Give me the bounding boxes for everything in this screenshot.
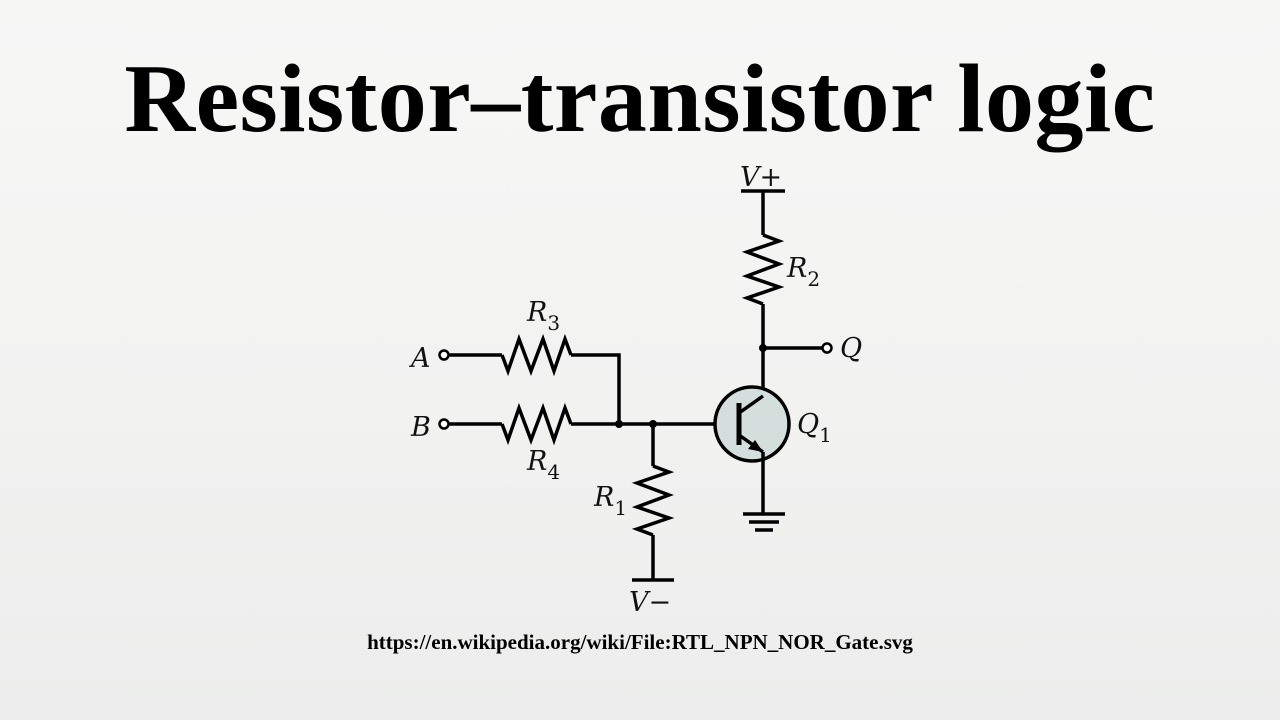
resistor-r2 <box>741 233 785 306</box>
label-q1: Q1 <box>797 409 832 447</box>
wire-r3-to-node <box>571 353 621 424</box>
label-input-b: B <box>410 412 431 443</box>
label-r4-index: 4 <box>547 460 560 484</box>
resistor-r3 <box>500 333 573 377</box>
resistor-r1 <box>631 464 675 537</box>
label-r3-index: 3 <box>547 311 560 335</box>
label-output-q: Q <box>840 333 862 364</box>
label-r2: R2 <box>786 253 820 291</box>
label-r1: R1 <box>593 482 627 520</box>
page-title: Resistor–transistor logic <box>124 45 1156 153</box>
label-r1-letter: R <box>593 482 614 513</box>
label-vplus: V+ <box>740 162 782 193</box>
label-r2-index: 2 <box>807 267 820 291</box>
junction-inputs <box>615 420 623 428</box>
output-q-terminal <box>821 342 833 354</box>
label-vminus: V− <box>629 587 671 618</box>
label-r2-letter: R <box>786 253 807 284</box>
transistor-q1-body <box>713 385 791 463</box>
transistor-q1-collector <box>737 394 765 415</box>
label-r4-letter: R <box>526 446 547 477</box>
label-q1-index: 1 <box>819 423 832 447</box>
input-a-terminal <box>438 349 450 361</box>
label-q1-letter: Q <box>797 409 819 440</box>
label-r3: R3 <box>526 297 560 335</box>
resistor-r4 <box>500 402 573 446</box>
emitter-arrow-icon <box>748 440 763 452</box>
label-r4: R4 <box>526 446 560 484</box>
label-r1-index: 1 <box>614 496 627 520</box>
junction-output <box>759 344 767 352</box>
input-b-terminal <box>438 418 450 430</box>
label-input-a: A <box>408 343 431 374</box>
ground-icon <box>743 512 785 532</box>
source-url: https://en.wikipedia.org/wiki/File:RTL_N… <box>367 630 913 654</box>
label-r3-letter: R <box>526 297 547 328</box>
